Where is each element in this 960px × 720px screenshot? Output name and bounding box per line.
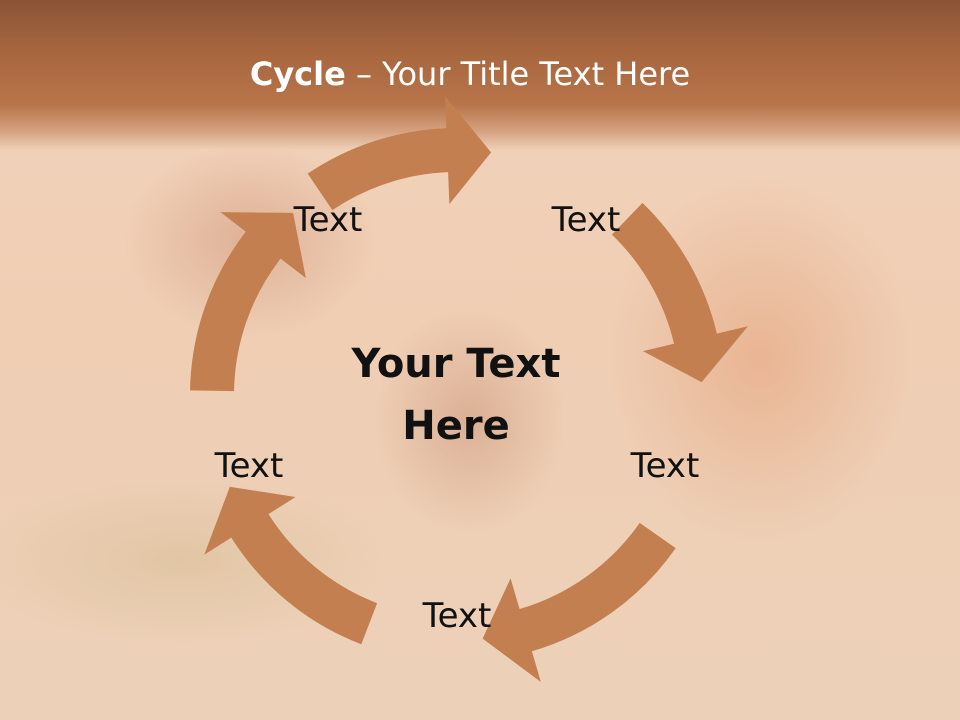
cycle-node-label: Text xyxy=(214,446,284,486)
cycle-node-label: Text xyxy=(293,200,363,240)
cycle-node-label: Text xyxy=(422,596,492,636)
curved-arrow-icon xyxy=(204,486,378,645)
cycle-node-label: Text xyxy=(630,446,700,486)
curved-arrow-icon xyxy=(190,212,306,392)
center-text: Your Text Here xyxy=(296,333,616,457)
curved-arrow-icon xyxy=(307,96,492,211)
curved-arrow-icon xyxy=(482,522,676,682)
cycle-node-label: Text xyxy=(551,200,621,240)
title-bold-part: Cycle xyxy=(249,55,346,93)
center-text-line: Your Text xyxy=(351,341,561,387)
curved-arrow-icon xyxy=(611,202,748,383)
center-text-line: Here xyxy=(402,403,510,449)
title-rest-part: – Your Title Text Here xyxy=(345,55,691,93)
slide-title: Cycle – Your Title Text Here xyxy=(0,52,940,96)
title-banner xyxy=(0,0,960,150)
